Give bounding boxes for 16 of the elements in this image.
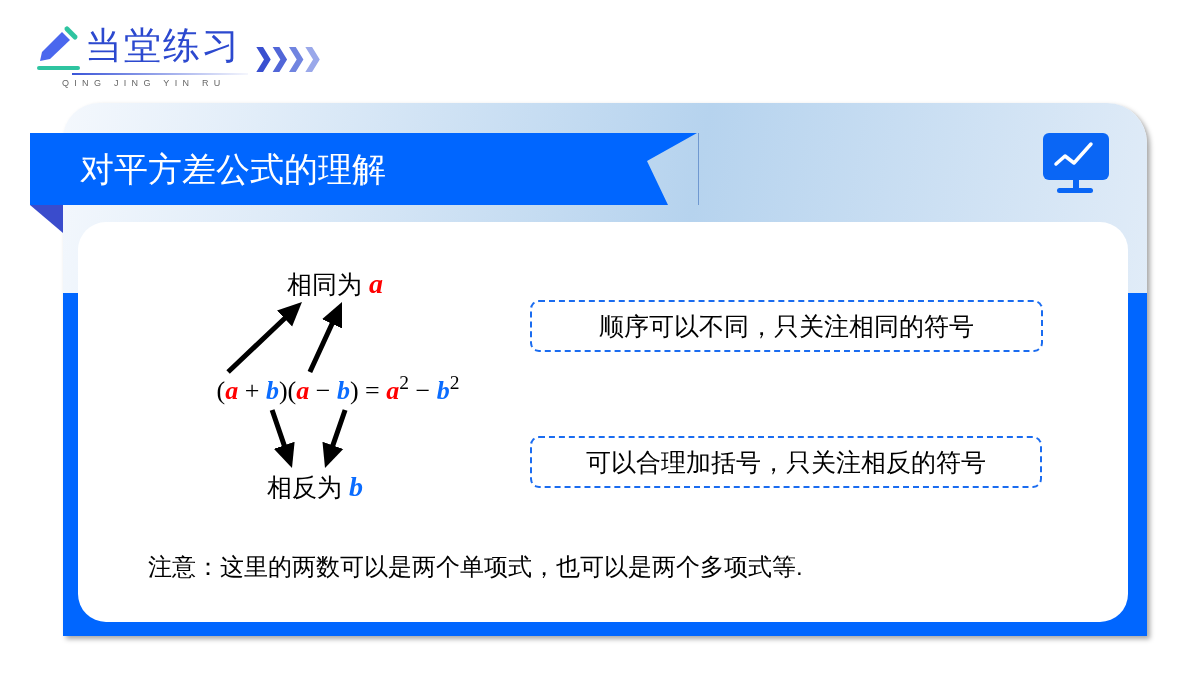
title-banner — [30, 133, 698, 205]
arrow — [307, 300, 345, 374]
arrow — [322, 409, 348, 469]
formula-text: (a + b)(a − b) = a$^{2}$ − b$^{2}$ — [196, 372, 480, 410]
page-title: 当堂练习 — [85, 24, 241, 68]
pinyin-subtitle: QING JING YIN RU — [62, 78, 226, 89]
callout-text: 可以合理加括号，只关注相反的符号 — [586, 449, 986, 475]
result-label: 相反为 b — [250, 468, 380, 506]
callout-text: 顺序可以不同，只关注相同的符号 — [599, 313, 974, 339]
arrow — [269, 409, 295, 469]
arrow — [226, 300, 304, 374]
dashed-callout-box — [530, 436, 1042, 488]
result-label: 相同为 a — [270, 266, 400, 302]
dashed-callout-box — [530, 300, 1043, 352]
note-text: 注意：这里的两数可以是两个单项式，也可以是两个多项式等. — [148, 552, 803, 582]
banner-heading: 对平方差公式的理解 — [79, 152, 386, 186]
